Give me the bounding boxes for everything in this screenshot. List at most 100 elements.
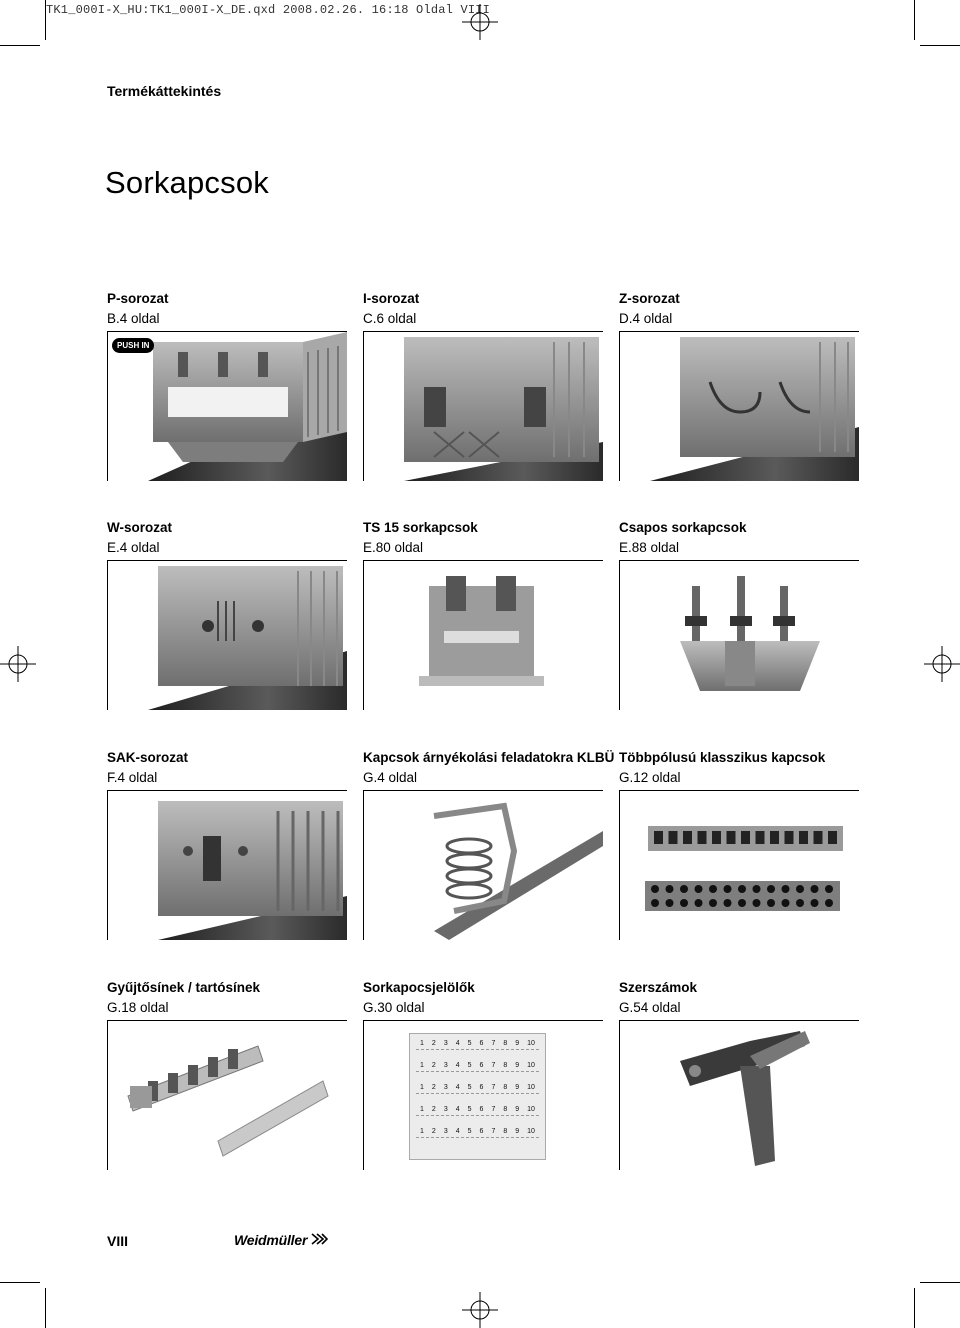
marker-number: 2 [431, 1040, 436, 1047]
product-card-sak[interactable]: SAK-sorozat F.4 oldal [107, 747, 347, 940]
marker-number: 6 [479, 1084, 484, 1091]
strip-hole [781, 885, 790, 893]
strip-hole [781, 899, 790, 907]
crop-mark-top-right-h [920, 45, 960, 46]
strip-hole [723, 899, 732, 907]
page-number: VIII [107, 1233, 129, 1249]
card-page-ref: E.88 oldal [619, 540, 680, 555]
card-page-ref: G.12 oldal [619, 770, 681, 785]
marker-number: 4 [455, 1084, 460, 1091]
marker-number: 8 [503, 1128, 508, 1135]
marker-number: 4 [455, 1062, 460, 1069]
strip-hole [665, 899, 674, 907]
strip-hole [752, 885, 761, 893]
strip-slot [683, 831, 692, 844]
multipole-strip-image [619, 790, 859, 940]
product-card-busbar[interactable]: Gyűjtősínek / tartósínek G.18 oldal [107, 977, 347, 1170]
product-card-stud[interactable]: Csapos sorkapcsok E.88 oldal [619, 517, 859, 710]
strip-hole [796, 885, 804, 893]
strip-hole [752, 899, 761, 907]
strip-slot [726, 831, 736, 844]
strip-hole [825, 899, 833, 907]
marker-number: 1 [420, 1062, 424, 1069]
card-title: P-sorozat [107, 291, 169, 306]
marker-number: 4 [455, 1128, 460, 1135]
marker-number: 6 [479, 1040, 484, 1047]
marker-number: 1 [420, 1040, 424, 1047]
strip-hole [694, 899, 703, 907]
product-card-w-series[interactable]: W-sorozat E.4 oldal [107, 517, 347, 710]
crop-mark-bottom-right-h [920, 1282, 960, 1283]
strip-slot [784, 831, 794, 844]
product-card-tools[interactable]: Szerszámok G.54 oldal [619, 977, 859, 1170]
strip-hole [680, 885, 688, 893]
marker-number: 9 [515, 1084, 520, 1091]
marker-number: 7 [491, 1084, 496, 1091]
registration-mark-left [0, 646, 36, 682]
marker-number: 3 [443, 1040, 448, 1047]
strip-hole [810, 899, 819, 907]
card-title: Többpólusú klasszikus kapcsok [619, 750, 826, 765]
strip-slot [712, 831, 721, 844]
strip-hole [767, 885, 775, 893]
marker-number: 5 [467, 1106, 472, 1113]
marker-number: 9 [515, 1062, 520, 1069]
busbar-rail-image [107, 1020, 347, 1170]
card-title: Z-sorozat [619, 291, 680, 306]
card-title: SAK-sorozat [107, 750, 189, 765]
push-in-badge: PUSH IN [112, 338, 155, 353]
marker-number: 10 [527, 1128, 535, 1135]
strip-slot [654, 831, 663, 844]
marker-number: 9 [515, 1040, 520, 1047]
marker-number: 7 [491, 1106, 496, 1113]
marker-number: 8 [503, 1040, 508, 1047]
marker-number: 3 [443, 1084, 448, 1091]
strip-hole [825, 885, 833, 893]
product-card-i-series[interactable]: I-sorozat C.6 oldal [363, 288, 603, 481]
crop-mark-top-left [45, 0, 46, 40]
marker-number: 2 [431, 1062, 436, 1069]
card-title: W-sorozat [107, 520, 172, 535]
weidmuller-logo: Weidmüller [234, 1232, 308, 1248]
card-title: I-sorozat [363, 291, 420, 306]
marker-number: 2 [431, 1128, 436, 1135]
crop-mark-bottom-left [45, 1288, 46, 1328]
card-page-ref: G.54 oldal [619, 1000, 681, 1015]
marker-number: 7 [491, 1040, 496, 1047]
product-card-ts15[interactable]: TS 15 sorkapcsok E.80 oldal [363, 517, 603, 710]
product-card-multipole[interactable]: Többpólusú klasszikus kapcsok G.12 oldal [619, 747, 859, 940]
strip-slot [828, 831, 837, 844]
card-title: Szerszámok [619, 980, 698, 995]
strip-hole [709, 885, 717, 893]
registration-mark-bottom [462, 1292, 498, 1328]
card-page-ref: G.4 oldal [363, 770, 418, 785]
strip-hole [651, 885, 659, 893]
ts15-terminal-block-image [363, 560, 603, 710]
marker-number: 8 [503, 1084, 508, 1091]
marker-number: 10 [527, 1106, 535, 1113]
card-page-ref: G.18 oldal [107, 1000, 169, 1015]
card-title: Sorkapocsjelölők [363, 980, 475, 995]
card-page-ref: F.4 oldal [107, 770, 158, 785]
marker-number: 6 [479, 1128, 484, 1135]
marker-number: 5 [467, 1128, 472, 1135]
strip-slot [755, 831, 765, 844]
marker-number: 5 [467, 1040, 472, 1047]
shield-clamp-image [363, 790, 603, 940]
product-card-p-series[interactable]: P-sorozat B.4 oldal PUSH IN [107, 288, 347, 481]
strip-hole [738, 885, 746, 893]
i-series-terminal-block-image [363, 331, 603, 481]
product-card-klbu[interactable]: Kapcsok árnyékolási feladatokra KLBÜ G.4… [363, 747, 614, 940]
product-card-z-series[interactable]: Z-sorozat D.4 oldal [619, 288, 859, 481]
card-page-ref: E.80 oldal [363, 540, 424, 555]
marker-number: 4 [455, 1040, 460, 1047]
card-page-ref: G.30 oldal [363, 1000, 425, 1015]
marker-number: 1 [420, 1084, 424, 1091]
crop-mark-top-left-h [0, 45, 40, 46]
strip-slot [799, 831, 808, 844]
